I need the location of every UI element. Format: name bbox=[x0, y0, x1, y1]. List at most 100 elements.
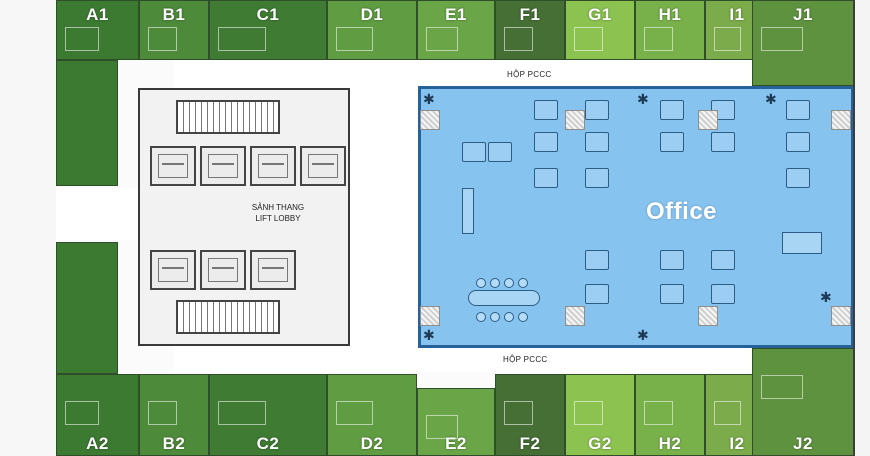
unit-label: G2 bbox=[588, 434, 612, 453]
lift-5 bbox=[150, 250, 196, 290]
unit-c1[interactable]: C1 bbox=[209, 0, 327, 60]
reception-desk bbox=[782, 232, 822, 254]
room-outline bbox=[218, 27, 267, 51]
unit-h2[interactable]: H2 bbox=[635, 374, 705, 456]
lobby-label-vi: SẢNH THANG bbox=[251, 203, 305, 212]
unit-label: D1 bbox=[360, 5, 384, 24]
desk bbox=[711, 284, 735, 304]
structural-column bbox=[698, 110, 718, 130]
unit-label: H2 bbox=[658, 434, 682, 453]
plant-icon: ✱ bbox=[637, 91, 649, 107]
unit-f1[interactable]: F1 bbox=[495, 0, 565, 60]
chair bbox=[490, 312, 500, 322]
room-outline bbox=[426, 415, 459, 439]
unit-label: J1 bbox=[793, 5, 813, 24]
desk bbox=[660, 284, 684, 304]
unit-a2-wing bbox=[56, 242, 118, 374]
desk bbox=[488, 142, 512, 162]
room-outline bbox=[218, 401, 267, 425]
structural-column bbox=[831, 306, 851, 326]
desk bbox=[786, 132, 810, 152]
unit-a1[interactable]: A1 bbox=[56, 0, 139, 60]
plant-icon: ✱ bbox=[820, 289, 832, 305]
desk bbox=[660, 250, 684, 270]
unit-label: I2 bbox=[729, 434, 745, 453]
lift-7 bbox=[250, 250, 296, 290]
desk bbox=[711, 132, 735, 152]
lounge-sofa bbox=[462, 188, 474, 234]
room-outline bbox=[761, 27, 803, 51]
room-outline bbox=[336, 401, 374, 425]
room-outline bbox=[574, 401, 604, 425]
unit-b1[interactable]: B1 bbox=[139, 0, 209, 60]
room-outline bbox=[504, 401, 534, 425]
unit-label: E1 bbox=[445, 5, 467, 24]
structural-column bbox=[420, 306, 440, 326]
structural-column bbox=[831, 110, 851, 130]
lift-6 bbox=[200, 250, 246, 290]
unit-d1[interactable]: D1 bbox=[327, 0, 417, 60]
chair bbox=[490, 278, 500, 288]
unit-c2[interactable]: C2 bbox=[209, 374, 327, 456]
unit-label: B1 bbox=[162, 5, 186, 24]
desk bbox=[534, 100, 558, 120]
unit-g1[interactable]: G1 bbox=[565, 0, 635, 60]
office-area[interactable] bbox=[418, 86, 854, 348]
chair bbox=[518, 312, 528, 322]
room-outline bbox=[65, 27, 100, 51]
lobby-label: SẢNH THANG LIFT LOBBY bbox=[236, 202, 320, 224]
room-outline bbox=[426, 27, 459, 51]
unit-a1-wing bbox=[56, 60, 118, 186]
desk bbox=[585, 100, 609, 120]
room-outline bbox=[761, 375, 803, 399]
unit-label: F2 bbox=[519, 434, 541, 453]
plant-icon: ✱ bbox=[423, 327, 435, 343]
lift-3 bbox=[250, 146, 296, 186]
structural-column bbox=[565, 110, 585, 130]
room-outline bbox=[574, 27, 604, 51]
desk bbox=[585, 168, 609, 188]
unit-j1[interactable]: J1 bbox=[752, 0, 854, 86]
unit-label: A2 bbox=[86, 434, 109, 453]
desk bbox=[462, 142, 486, 162]
room-outline bbox=[336, 27, 374, 51]
room-outline bbox=[504, 27, 534, 51]
unit-e1[interactable]: E1 bbox=[417, 0, 495, 60]
desk bbox=[786, 168, 810, 188]
unit-d2[interactable]: D2 bbox=[327, 374, 417, 456]
unit-label: H1 bbox=[658, 5, 682, 24]
hop-pccc-bottom: HỘP PCCC bbox=[503, 355, 548, 364]
structural-column bbox=[420, 110, 440, 130]
unit-label: G1 bbox=[588, 5, 612, 24]
structural-column bbox=[565, 306, 585, 326]
unit-j2[interactable]: J2 bbox=[752, 348, 854, 456]
unit-f2[interactable]: F2 bbox=[495, 374, 565, 456]
unit-label: C1 bbox=[256, 5, 280, 24]
unit-label: I1 bbox=[729, 5, 745, 24]
plant-icon: ✱ bbox=[423, 91, 435, 107]
lobby-label-en: LIFT LOBBY bbox=[255, 214, 301, 223]
unit-label: J2 bbox=[793, 434, 813, 453]
unit-b2[interactable]: B2 bbox=[139, 374, 209, 456]
unit-a2[interactable]: A2 bbox=[56, 374, 139, 456]
lift-4 bbox=[300, 146, 346, 186]
desk bbox=[660, 132, 684, 152]
desk bbox=[585, 284, 609, 304]
room-outline bbox=[148, 401, 178, 425]
desk bbox=[660, 100, 684, 120]
hop-pccc-top: HỘP PCCC bbox=[507, 70, 552, 79]
room-outline bbox=[714, 27, 741, 51]
room-outline bbox=[644, 27, 674, 51]
stair-south bbox=[176, 300, 280, 334]
unit-e2[interactable]: E2 bbox=[417, 388, 495, 456]
unit-h1[interactable]: H1 bbox=[635, 0, 705, 60]
unit-g2[interactable]: G2 bbox=[565, 374, 635, 456]
desk bbox=[585, 250, 609, 270]
chair bbox=[518, 278, 528, 288]
desk bbox=[711, 250, 735, 270]
chair bbox=[476, 278, 486, 288]
west-exterior bbox=[0, 0, 56, 456]
room-outline bbox=[148, 27, 178, 51]
desk bbox=[534, 168, 558, 188]
